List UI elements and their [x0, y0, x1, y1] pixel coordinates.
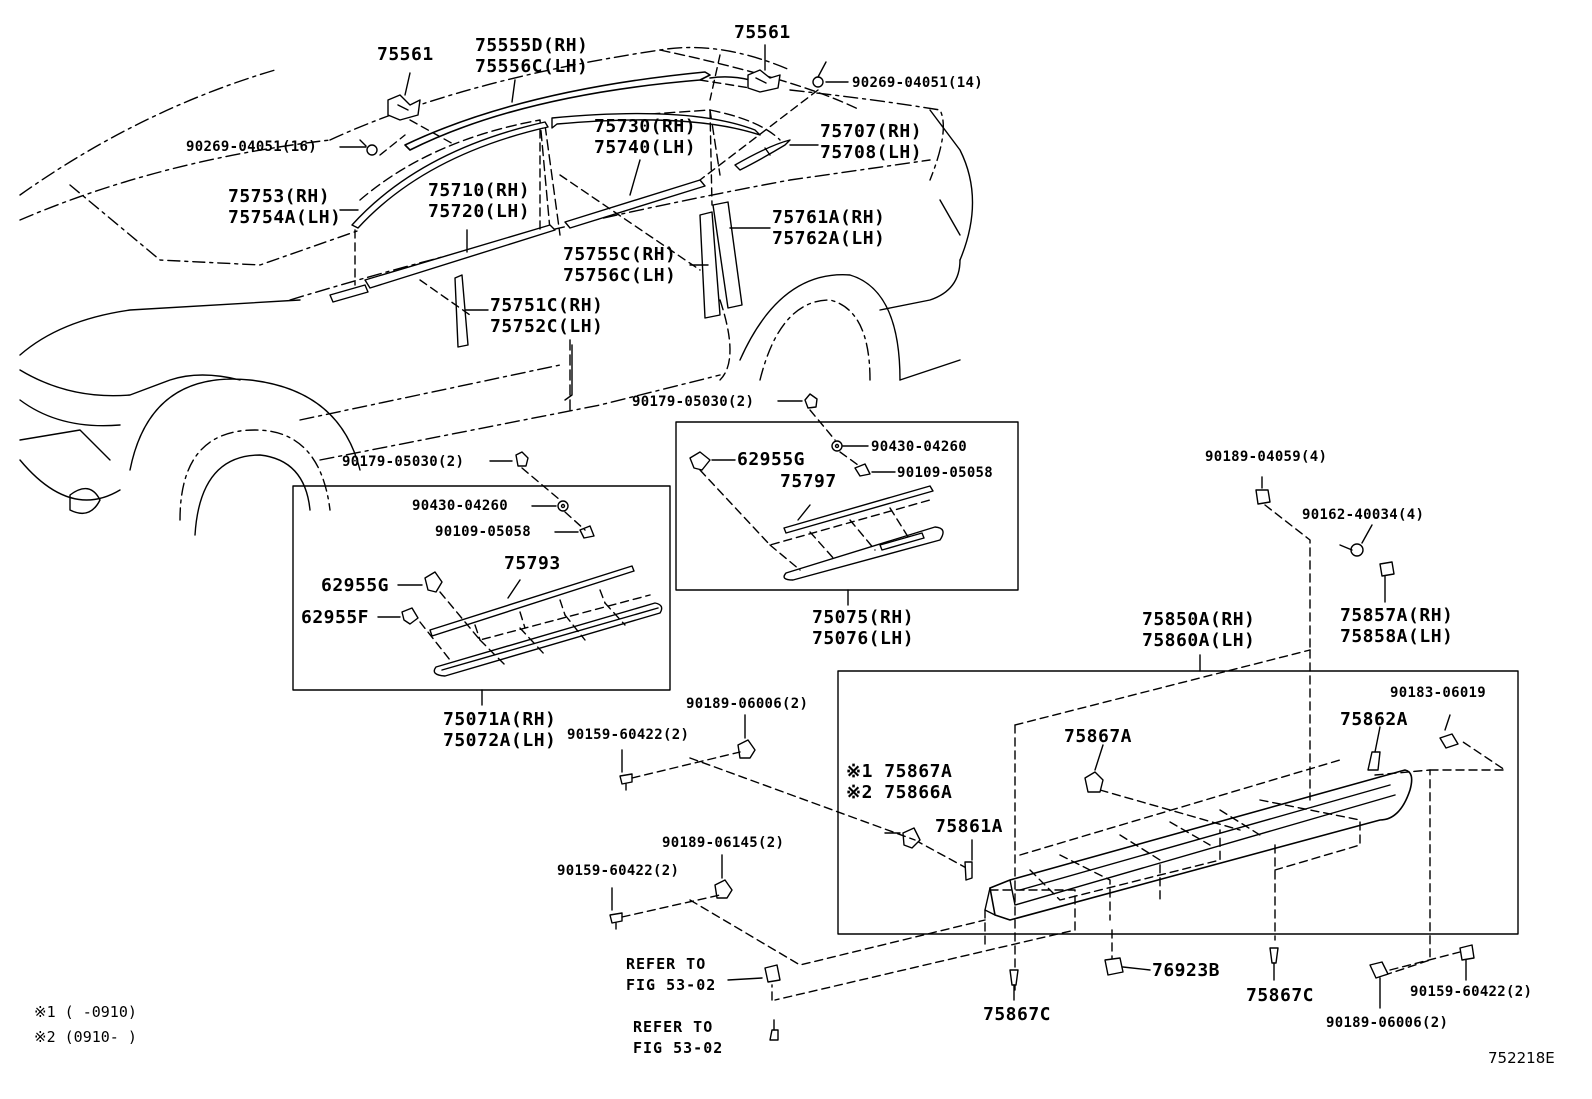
part-label-90109-05058-right[interactable]: 90109-05058 — [897, 465, 994, 481]
part-label-90179-05030-right[interactable]: 90179-05030(2) — [632, 394, 755, 410]
part-label-90159-60422-mid[interactable]: 90159-60422(2) — [557, 863, 680, 879]
part-label-75867a-note1[interactable]: ※1 75867A — [846, 761, 953, 782]
clip-75561-left — [387, 94, 421, 121]
label-75072a: 75072A(LH) — [443, 730, 557, 751]
refer-to-fig-53-02-lower[interactable]: REFER TO FIG 53-02 — [633, 1017, 723, 1059]
label-75753: 75753(RH) — [228, 186, 331, 207]
part-label-75797[interactable]: 75797 — [780, 471, 837, 492]
label-75556c: 75556C(LH) — [475, 56, 589, 77]
label-75740: 75740(LH) — [594, 137, 697, 158]
label-75857a: 75857A(RH) — [1340, 605, 1454, 626]
part-label-75755c-75756c[interactable]: 75755C(RH) 75756C(LH) — [563, 246, 676, 288]
label-75752c: 75752C(LH) — [490, 316, 604, 337]
label-75755c: 75755C(RH) — [563, 244, 677, 265]
part-label-75866a-note2[interactable]: ※2 75866A — [846, 782, 953, 803]
part-label-90109-05058-left[interactable]: 90109-05058 — [435, 524, 532, 540]
label-75555d: 75555D(RH) — [475, 35, 589, 56]
part-label-75751c-75752c[interactable]: 75751C(RH) 75752C(LH) — [490, 297, 603, 339]
refer-to-fig-53-02-upper[interactable]: REFER TO FIG 53-02 — [626, 954, 716, 996]
label-75710: 75710(RH) — [428, 180, 531, 201]
part-label-90269-04051-16[interactable]: 90269-04051(16) — [186, 139, 317, 155]
label-75075: 75075(RH) — [812, 607, 915, 628]
part-label-90179-05030-left[interactable]: 90179-05030(2) — [342, 454, 465, 470]
rear-door-molding-box — [675, 393, 1019, 606]
refer-line2: FIG 53-02 — [633, 1039, 724, 1057]
rocker-molding-box — [774, 649, 1519, 1001]
part-label-62955g-right[interactable]: 62955G — [737, 449, 806, 470]
fastener-parts — [609, 476, 1475, 1041]
label-75071a: 75071A(RH) — [443, 709, 557, 730]
part-label-75861a[interactable]: 75861A — [935, 816, 1004, 837]
part-label-75071a-75072a[interactable]: 75071A(RH) 75072A(LH) — [443, 711, 556, 753]
figure-id: 752218E — [1488, 1049, 1555, 1067]
refer-line1: REFER TO — [633, 1018, 714, 1036]
part-label-75707-75708[interactable]: 75707(RH) 75708(LH) — [820, 123, 922, 165]
label-75762a: 75762A(LH) — [772, 228, 886, 249]
part-label-75867a[interactable]: 75867A — [1064, 726, 1133, 747]
label-75730: 75730(RH) — [594, 116, 697, 137]
part-label-75561-left[interactable]: 75561 — [377, 44, 434, 65]
part-label-90183-06019[interactable]: 90183-06019 — [1390, 685, 1487, 701]
part-label-90189-04059[interactable]: 90189-04059(4) — [1205, 449, 1328, 465]
part-label-90189-06006-bottom[interactable]: 90189-06006(2) — [1326, 1015, 1449, 1031]
part-label-75710-75720[interactable]: 75710(RH) 75720(LH) — [428, 182, 530, 224]
part-label-90162-40034[interactable]: 90162-40034(4) — [1302, 507, 1425, 523]
label-75860a: 75860A(LH) — [1142, 630, 1256, 651]
clip-75561-right — [747, 69, 781, 93]
part-label-75862a[interactable]: 75862A — [1340, 709, 1409, 730]
part-label-62955f[interactable]: 62955F — [301, 607, 370, 628]
label-75850a: 75850A(RH) — [1142, 609, 1256, 630]
part-label-75857a-75858a[interactable]: 75857A(RH) 75858A(LH) — [1340, 607, 1453, 649]
label-75708: 75708(LH) — [820, 142, 923, 163]
part-label-90189-06006-top[interactable]: 90189-06006(2) — [686, 696, 809, 712]
part-label-90159-60422-top[interactable]: 90159-60422(2) — [567, 727, 690, 743]
part-label-75867c-left[interactable]: 75867C — [983, 1004, 1052, 1025]
label-75756c: 75756C(LH) — [563, 265, 677, 286]
part-label-75793[interactable]: 75793 — [504, 553, 561, 574]
part-label-75753-75754a[interactable]: 75753(RH) 75754A(LH) — [228, 188, 341, 230]
label-75858a: 75858A(LH) — [1340, 626, 1454, 647]
part-label-90269-04051-14[interactable]: 90269-04051(14) — [852, 75, 983, 91]
part-label-75761a-75762a[interactable]: 75761A(RH) 75762A(LH) — [772, 209, 885, 251]
footnote-2: ※2 (0910- ) — [34, 1028, 137, 1046]
label-75720: 75720(LH) — [428, 201, 531, 222]
refer-line2: FIG 53-02 — [626, 976, 717, 994]
label-75761a: 75761A(RH) — [772, 207, 886, 228]
front-door-molding-box — [292, 451, 671, 706]
part-label-75555d-75556c[interactable]: 75555D(RH) 75556C(LH) — [475, 37, 588, 79]
part-label-76923b[interactable]: 76923B — [1152, 960, 1221, 981]
label-75754a: 75754A(LH) — [228, 207, 342, 228]
part-label-75867c-mid[interactable]: 75867C — [1246, 985, 1315, 1006]
label-75707: 75707(RH) — [820, 121, 923, 142]
part-label-75561-right[interactable]: 75561 — [734, 22, 791, 43]
roof-molding-parts — [329, 61, 827, 348]
part-label-90159-60422-right[interactable]: 90159-60422(2) — [1410, 984, 1533, 1000]
footnote-1: ※1 ( -0910) — [34, 1003, 137, 1021]
part-label-75075-75076[interactable]: 75075(RH) 75076(LH) — [812, 609, 914, 651]
part-label-75850a-75860a[interactable]: 75850A(RH) 75860A(LH) — [1142, 611, 1255, 653]
part-label-75730-75740[interactable]: 75730(RH) 75740(LH) — [594, 118, 696, 160]
leader-lines-top — [339, 44, 849, 401]
label-75751c: 75751C(RH) — [490, 295, 604, 316]
part-label-90430-04260-right[interactable]: 90430-04260 — [871, 439, 968, 455]
part-label-90430-04260-left[interactable]: 90430-04260 — [412, 498, 509, 514]
refer-line1: REFER TO — [626, 955, 707, 973]
part-label-62955g-left[interactable]: 62955G — [321, 575, 390, 596]
label-75076: 75076(LH) — [812, 628, 915, 649]
part-label-90189-06145[interactable]: 90189-06145(2) — [662, 835, 785, 851]
